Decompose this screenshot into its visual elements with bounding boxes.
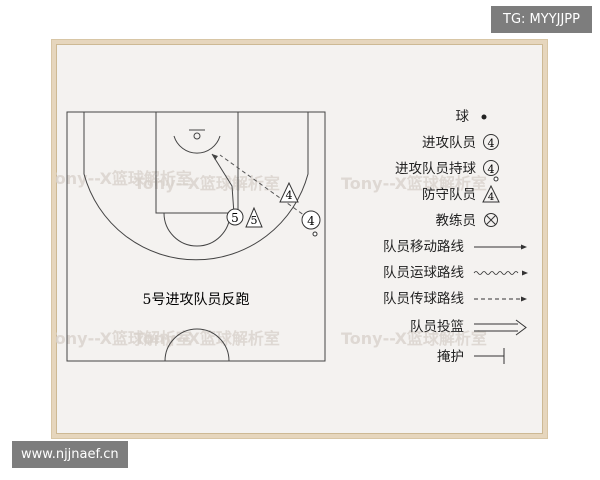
watermark-court-top: Tony--X篮球解析室 — [134, 174, 280, 193]
url-badge: www.njjnaef.cn — [12, 441, 128, 468]
legend-offense-with-ball: 进攻队员持球 4 — [395, 160, 499, 182]
svg-text:球: 球 — [456, 109, 470, 125]
legend-move-path: 队员移动路线 — [383, 239, 527, 255]
ball-icon — [493, 176, 499, 182]
svg-text:队员投篮: 队员投篮 — [410, 319, 464, 335]
free-throw-lane — [155, 111, 239, 214]
diagram-frame: Tony--X篮球解析室 Tony--X篮球解析室 Tony--X篮球解析室 T… — [46, 40, 547, 438]
svg-text:队员运球路线: 队员运球路线 — [383, 265, 464, 281]
arrowhead-icon — [522, 270, 528, 276]
three-point-line — [83, 112, 309, 261]
svg-text:进攻队员持球: 进攻队员持球 — [395, 161, 476, 177]
legend-offense-player: 进攻队员 4 — [422, 134, 499, 151]
svg-text:防守队员: 防守队员 — [422, 187, 476, 203]
attacker-5-label: 5 — [231, 211, 239, 225]
watermark-left-bottom: Tony--X篮球解析室 — [56, 329, 192, 348]
legend-defense-player: 防守队员 4 — [422, 184, 500, 203]
free-throw-circle — [163, 212, 231, 247]
watermark-legend-top: Tony--X篮球解析室 — [341, 174, 487, 193]
court-boundary — [66, 111, 326, 362]
svg-text:4: 4 — [488, 137, 495, 150]
cut-arrowhead — [212, 154, 218, 160]
defender-5-label: 5 — [251, 214, 258, 227]
dribble-path-line-icon — [473, 271, 519, 275]
diagram-canvas: Tony--X篮球解析室 Tony--X篮球解析室 Tony--X篮球解析室 T… — [46, 109, 528, 365]
half-court — [66, 111, 326, 362]
center-circle — [164, 328, 230, 362]
shot-arrowhead-icon — [515, 319, 527, 336]
coach-icon — [484, 213, 498, 227]
basket-rim — [193, 132, 201, 140]
tg-badge: TG: MYYJJPP — [491, 6, 592, 33]
defender-4-label: 4 — [286, 189, 293, 202]
arrowhead-icon — [521, 244, 527, 250]
legend-shot: 队员投篮 — [410, 319, 527, 336]
legend-ball: 球 — [456, 109, 487, 125]
watermark-left: Tony--X篮球解析室 — [56, 169, 192, 188]
attacker-4-label: 4 — [307, 214, 315, 228]
legend-pass-path: 队员传球路线 — [383, 291, 527, 307]
defender-4: 4 — [279, 181, 299, 203]
svg-text:教练员: 教练员 — [436, 213, 477, 229]
defender-5: 5 — [245, 206, 263, 228]
svg-text:进攻队员: 进攻队员 — [422, 135, 476, 151]
arrowhead-icon — [521, 296, 527, 302]
attacker-5: 5 — [226, 208, 244, 226]
watermark-court-bottom: Tony--X篮球解析室 — [134, 329, 280, 348]
diagram-caption: 5号进攻队员反跑 — [143, 292, 250, 308]
cut-path-5 — [211, 153, 235, 215]
svg-text:4: 4 — [488, 163, 495, 176]
svg-text:队员移动路线: 队员移动路线 — [383, 239, 464, 255]
restricted-arc — [173, 135, 221, 154]
legend-screen: 掩护 — [437, 348, 505, 365]
legend: 球 进攻队员 4 进攻队员持球 4 防守队员 4 教练员 — [383, 109, 528, 365]
svg-text:4: 4 — [488, 192, 494, 203]
offense-player-icon — [483, 134, 499, 150]
legend-coach: 教练员 — [436, 213, 498, 229]
attacker-4-with-ball: 4 — [301, 210, 321, 237]
svg-text:掩护: 掩护 — [437, 349, 464, 365]
ball-icon — [481, 114, 487, 120]
ball-icon — [312, 231, 318, 237]
defense-player-icon — [482, 184, 500, 203]
svg-text:队员传球路线: 队员传球路线 — [383, 291, 464, 307]
legend-dribble-path: 队员运球路线 — [383, 265, 528, 281]
play-paths — [211, 153, 309, 219]
watermark-legend-bottom: Tony--X篮球解析室 — [341, 329, 487, 348]
offense-with-ball-icon — [483, 160, 499, 176]
